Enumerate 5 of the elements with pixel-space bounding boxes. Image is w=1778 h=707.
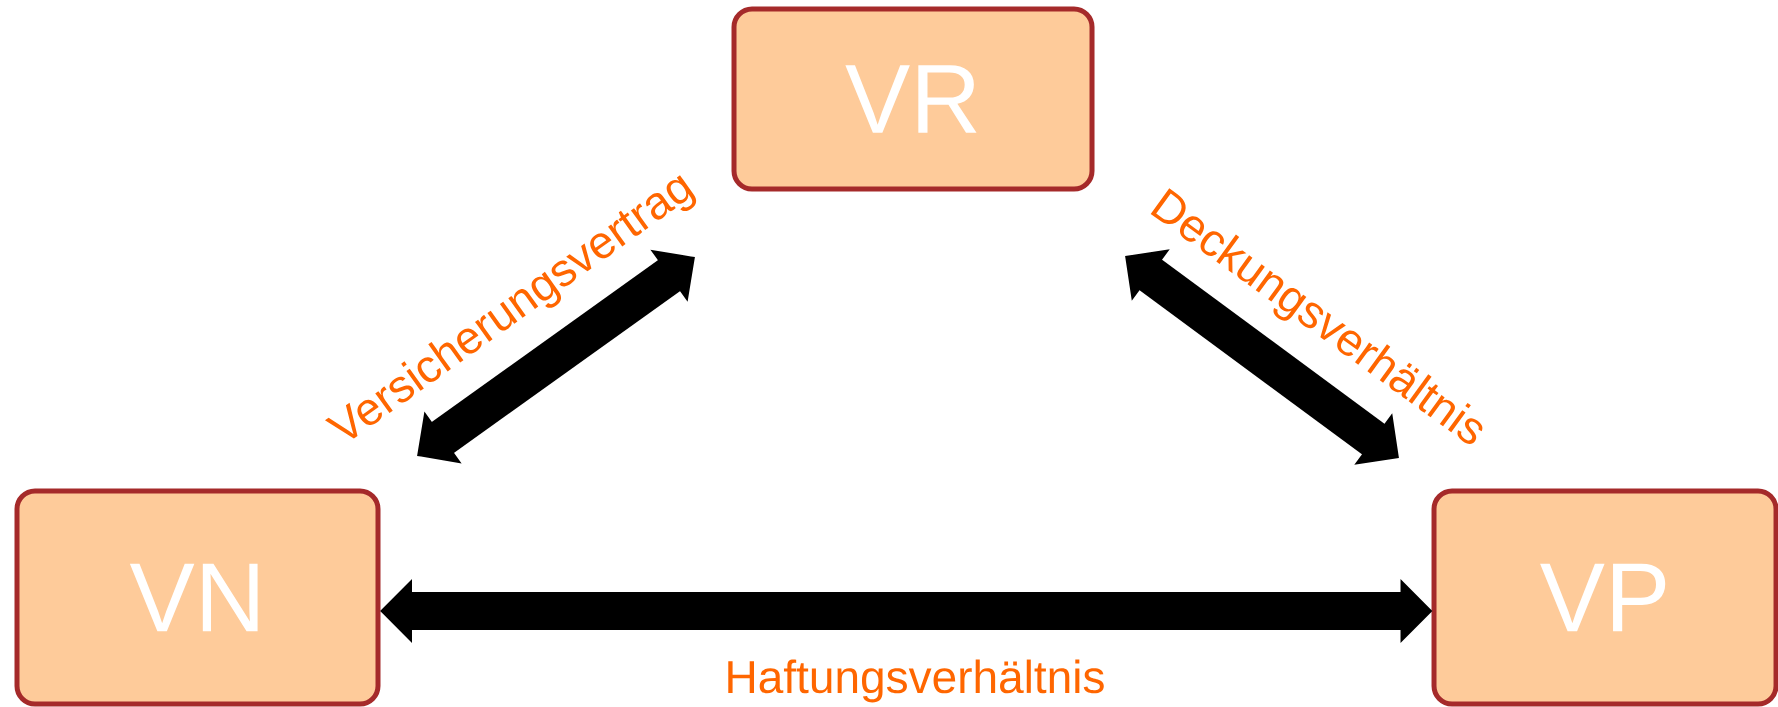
party-box: VN [14,488,381,707]
party-box: VR [731,6,1095,192]
double-arrow [417,249,695,464]
party-box: VP [1431,488,1778,707]
edge-label: Haftungsverhältnis [722,657,1108,705]
